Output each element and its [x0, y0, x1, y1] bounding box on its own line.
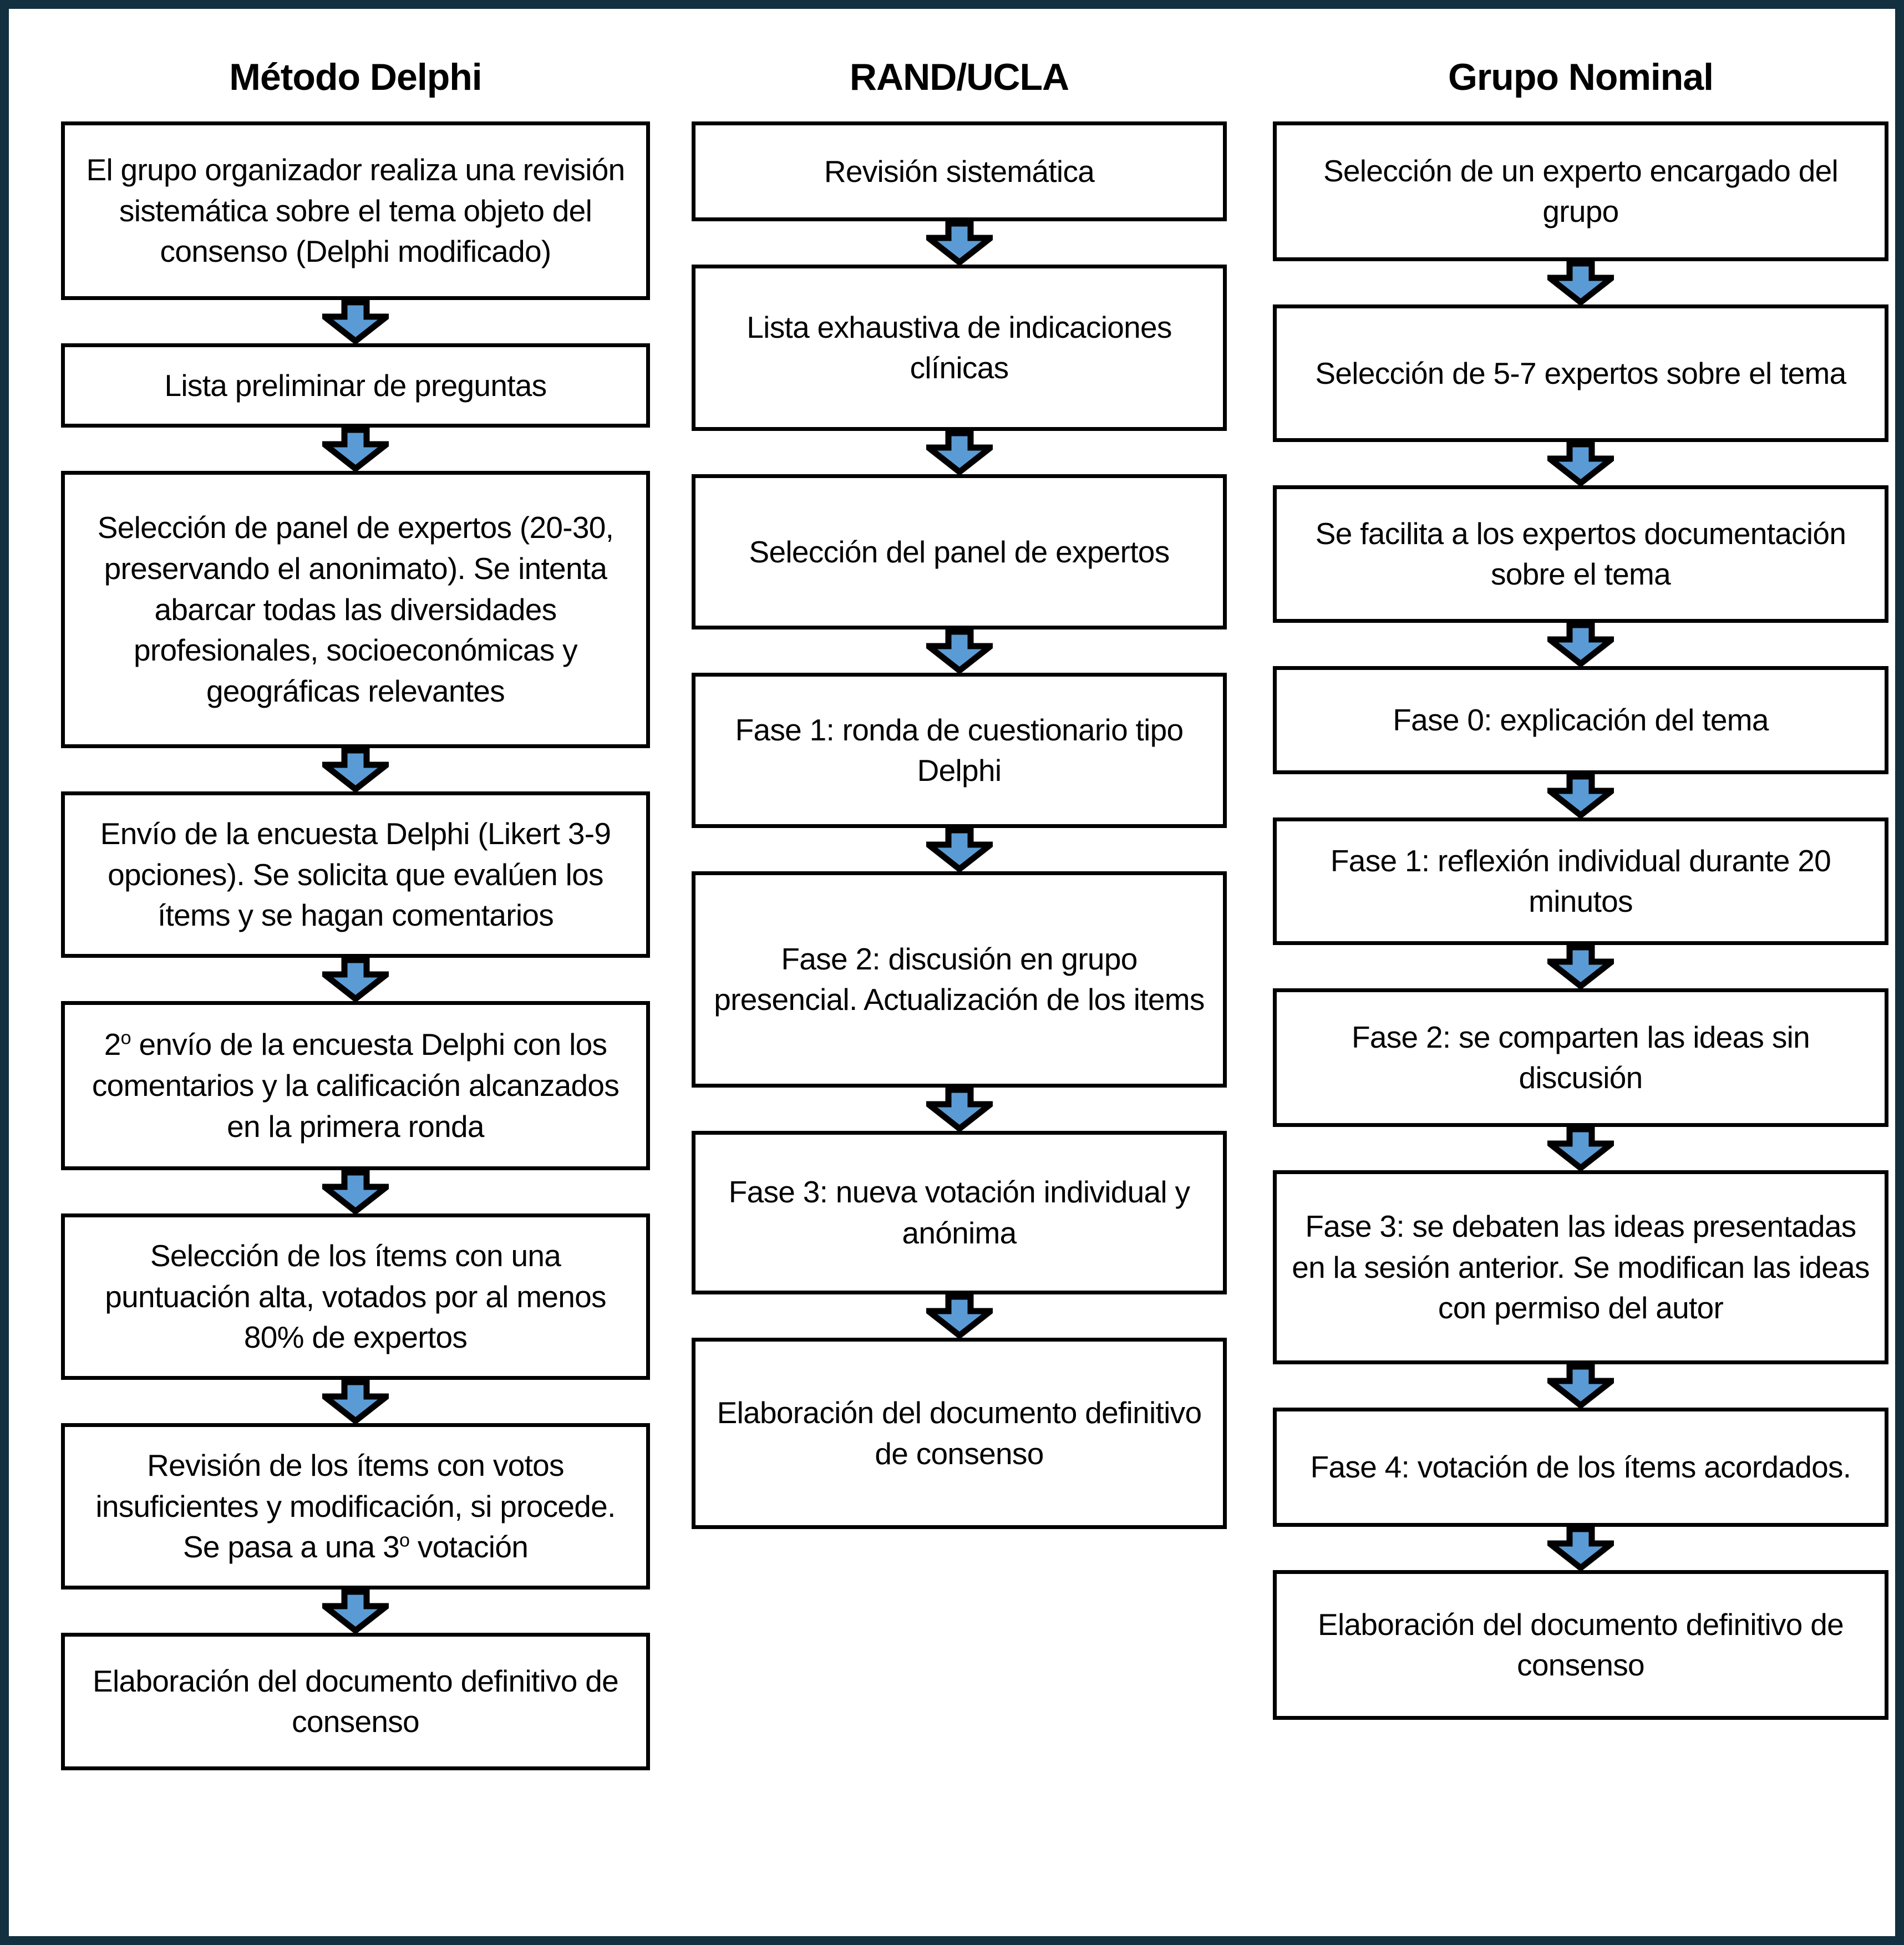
- flow-connector: [1273, 1527, 1888, 1571]
- down-arrow-icon: [1547, 774, 1614, 818]
- flow-step-box: Envío de la encuesta Delphi (Likert 3-9 …: [61, 791, 650, 958]
- down-arrow-icon: [322, 1380, 389, 1424]
- flow-connector: [61, 748, 650, 792]
- down-arrow-icon: [1547, 261, 1614, 305]
- flow-connector: [692, 629, 1227, 673]
- down-arrow-icon: [1547, 1527, 1614, 1571]
- flow-step-label: 2o envío de la encuesta Delphi con los c…: [92, 1027, 620, 1144]
- flow-step-label: Fase 1: reflexión individual durante 20 …: [1330, 843, 1831, 919]
- flow-step-label: Envío de la encuesta Delphi (Likert 3-9 …: [100, 816, 611, 933]
- flow-connector: [1273, 623, 1888, 667]
- flow-step-label: Fase 3: se debaten las ideas presentadas…: [1292, 1208, 1870, 1326]
- flow-step-label: El grupo organizador realiza una revisió…: [86, 152, 625, 269]
- flow-step-label: Fase 0: explicación del tema: [1393, 703, 1769, 738]
- flow-connector: [692, 221, 1227, 265]
- flow-connector: [1273, 261, 1888, 305]
- flow-step-box: Fase 4: votación de los ítems acordados.: [1273, 1408, 1888, 1527]
- flow-step-box: Elaboración del documento definitivo de …: [692, 1338, 1227, 1530]
- down-arrow-icon: [322, 748, 389, 792]
- flow-connector: [1273, 945, 1888, 989]
- down-arrow-icon: [926, 1294, 993, 1338]
- flow-step-box: 2o envío de la encuesta Delphi con los c…: [61, 1001, 650, 1171]
- down-arrow-icon: [1547, 623, 1614, 667]
- flow-step-label: Elaboración del documento definitivo de …: [92, 1663, 619, 1739]
- flow-step-box: El grupo organizador realiza una revisió…: [61, 121, 650, 301]
- column-title-metodo-delphi: Método Delphi: [229, 56, 482, 98]
- flow-connector: [692, 828, 1227, 872]
- down-arrow-icon: [1547, 442, 1614, 486]
- flow-step-label: Selección de panel de expertos (20-30, p…: [97, 510, 614, 708]
- flow-step-label: Se facilita a los expertos documentación…: [1315, 516, 1846, 592]
- flow-connector: [61, 300, 650, 344]
- down-arrow-icon: [1547, 1364, 1614, 1408]
- down-arrow-icon: [1547, 945, 1614, 989]
- flow-step-label: Elaboración del documento definitivo de …: [1317, 1607, 1844, 1683]
- flow-step-box: Lista preliminar de preguntas: [61, 343, 650, 428]
- flow-step-label: Selección de los ítems con una puntuació…: [105, 1238, 606, 1355]
- flow-step-box: Elaboración del documento definitivo de …: [61, 1633, 650, 1771]
- flow-step-label: Selección de 5-7 expertos sobre el tema: [1315, 356, 1846, 390]
- flow-step-box: Revisión de los ítems con votos insufici…: [61, 1423, 650, 1590]
- down-arrow-icon: [322, 1589, 389, 1633]
- column-title-grupo-nominal: Grupo Nominal: [1448, 56, 1714, 98]
- down-arrow-icon: [926, 221, 993, 265]
- down-arrow-icon: [926, 1088, 993, 1131]
- flow-connector: [61, 1380, 650, 1424]
- flow-step-box: Selección de 5-7 expertos sobre el tema: [1273, 304, 1888, 443]
- flow-step-label: Lista preliminar de preguntas: [164, 368, 547, 403]
- flow-step-label: Revisión de los ítems con votos insufici…: [95, 1448, 616, 1565]
- flow-step-label: Fase 4: votación de los ítems acordados.: [1310, 1450, 1851, 1485]
- flow-step-box: Selección de los ítems con una puntuació…: [61, 1213, 650, 1380]
- flow-column-metodo-delphi: Método Delphi El grupo organizador realiz…: [18, 18, 675, 1771]
- flow-step-label: Revisión sistemática: [824, 154, 1095, 189]
- flow-connector: [1273, 442, 1888, 486]
- flow-step-label: Selección de un experto encargado del gr…: [1323, 153, 1839, 229]
- flow-step-box: Fase 3: nueva votación individual y anón…: [692, 1131, 1227, 1295]
- flow-step-box: Selección del panel de expertos: [692, 474, 1227, 630]
- flow-connector: [61, 1589, 650, 1633]
- down-arrow-icon: [926, 629, 993, 673]
- down-arrow-icon: [926, 431, 993, 475]
- flow-step-box: Fase 1: ronda de cuestionario tipo Delph…: [692, 673, 1227, 829]
- down-arrow-icon: [322, 1170, 389, 1214]
- down-arrow-icon: [1547, 1127, 1614, 1171]
- flowchart-columns: Método Delphi El grupo organizador realiz…: [18, 18, 1904, 1945]
- flow-connector: [1273, 1364, 1888, 1408]
- column-title-rand-ucla: RAND/UCLA: [849, 56, 1069, 98]
- flow-step-box: Elaboración del documento definitivo de …: [1273, 1570, 1888, 1720]
- flow-step-label: Selección del panel de expertos: [749, 534, 1170, 569]
- flow-step-box: Lista exhaustiva de indicaciones clínica…: [692, 265, 1227, 431]
- flow-connector: [61, 958, 650, 1002]
- flow-step-box: Se facilita a los expertos documentación…: [1273, 485, 1888, 623]
- down-arrow-icon: [322, 958, 389, 1002]
- flow-step-label: Fase 3: nueva votación individual y anón…: [728, 1175, 1190, 1250]
- flow-connector: [692, 1294, 1227, 1338]
- flow-connector: [692, 431, 1227, 475]
- down-arrow-icon: [322, 300, 389, 344]
- flow-connector: [1273, 1127, 1888, 1171]
- flow-step-box: Fase 2: se comparten las ideas sin discu…: [1273, 988, 1888, 1128]
- flow-connector: [1273, 774, 1888, 818]
- flow-step-label: Lista exhaustiva de indicaciones clínica…: [747, 309, 1172, 385]
- flow-step-box: Fase 3: se debaten las ideas presentadas…: [1273, 1170, 1888, 1365]
- flow-connector: [61, 1170, 650, 1214]
- down-arrow-icon: [322, 428, 389, 471]
- flow-step-label: Fase 2: se comparten las ideas sin discu…: [1351, 1019, 1810, 1095]
- flow-step-box: Selección de un experto encargado del gr…: [1273, 121, 1888, 262]
- flow-connector: [61, 428, 650, 471]
- flow-step-box: Selección de panel de expertos (20-30, p…: [61, 471, 650, 749]
- flow-step-box: Fase 2: discusión en grupo presencial. A…: [692, 871, 1227, 1088]
- flow-step-box: Revisión sistemática: [692, 121, 1227, 222]
- flow-step-box: Fase 1: reflexión individual durante 20 …: [1273, 817, 1888, 946]
- down-arrow-icon: [926, 828, 993, 872]
- flow-step-label: Fase 1: ronda de cuestionario tipo Delph…: [735, 712, 1184, 788]
- flow-step-label: Fase 2: discusión en grupo presencial. A…: [714, 941, 1205, 1017]
- flow-step-label: Elaboración del documento definitivo de …: [717, 1395, 1202, 1471]
- flow-step-box: Fase 0: explicación del tema: [1273, 666, 1888, 775]
- flow-connector: [692, 1088, 1227, 1131]
